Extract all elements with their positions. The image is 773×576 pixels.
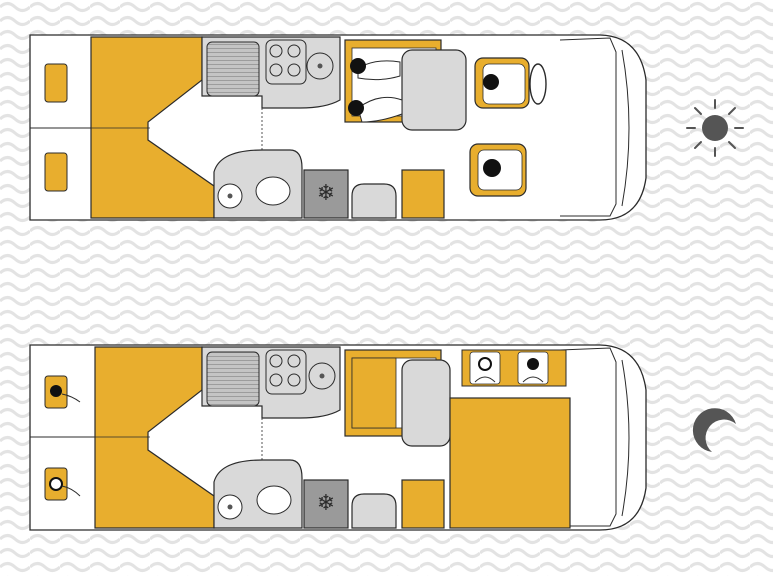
night-sleeper-front-1 (469, 351, 501, 385)
night-sleeper-rear-1 (50, 385, 81, 403)
snowflake-icon: ❄ (317, 491, 335, 516)
night-stove (265, 349, 307, 395)
day-person-dinette-1 (350, 58, 401, 81)
night-dinette-table (401, 359, 451, 447)
night-drop-down-bed (449, 397, 571, 529)
day-sink (206, 41, 260, 97)
day-layout: ❄ (29, 34, 647, 221)
day-stove (265, 39, 307, 85)
day-rear-window-bottom (44, 152, 68, 192)
day-fridge (303, 169, 349, 219)
night-fridge (303, 479, 349, 529)
snowflake-icon: ❄ (317, 181, 335, 206)
day-dinette-table (401, 49, 467, 131)
night-layout: ❄ (29, 344, 647, 531)
sun-icon (686, 99, 744, 157)
day-toilet (255, 176, 291, 206)
day-rear-window-top (44, 63, 68, 103)
day-cabinet (401, 169, 445, 219)
night-sleeper-rear-2 (49, 477, 81, 497)
night-sleeper-front-2 (517, 351, 549, 385)
day-person-dinette-2 (348, 96, 403, 123)
moon-icon (692, 408, 736, 452)
day-steering-wheel (529, 63, 547, 105)
night-toilet (256, 485, 292, 515)
night-sink (206, 351, 260, 407)
